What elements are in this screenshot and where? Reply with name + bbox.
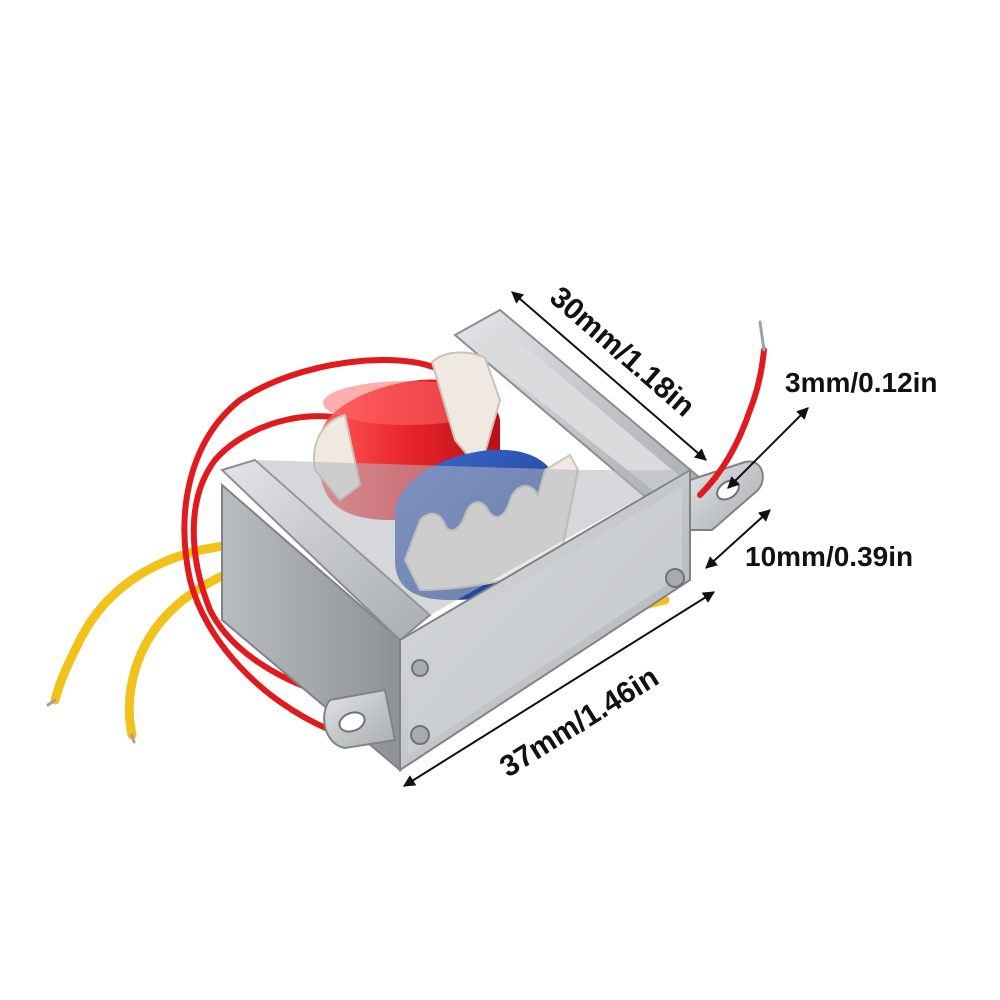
- width-arrow: [511, 291, 707, 461]
- hole-dimension-label: 3mm/0.12in: [785, 367, 938, 398]
- tab-dimension-label: 10mm/0.39in: [745, 541, 913, 572]
- length-arrow: [402, 591, 716, 787]
- tab-arrow: [705, 509, 771, 569]
- transformer-frame-front: [220, 458, 691, 773]
- mounting-tab-left: [323, 688, 397, 750]
- dimension-arrows: [402, 291, 809, 787]
- hole-arrow: [727, 407, 809, 489]
